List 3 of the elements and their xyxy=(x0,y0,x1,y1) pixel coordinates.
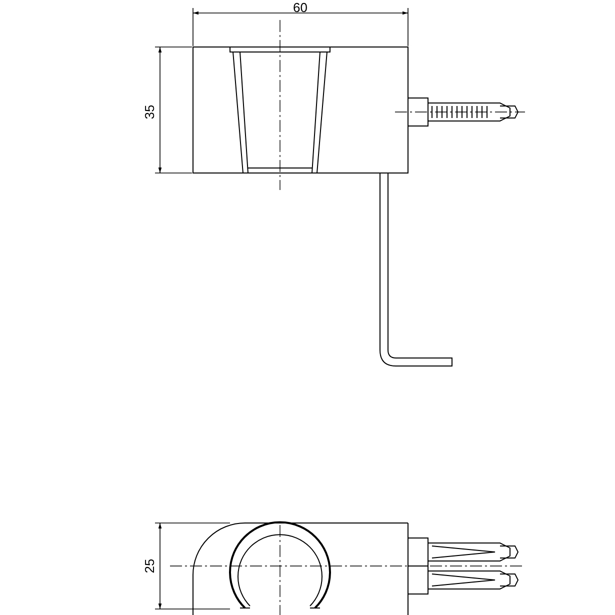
dimension-label: 35 xyxy=(143,104,158,120)
dimension-label: 60 xyxy=(293,1,308,15)
dimension-label: 25 xyxy=(143,558,158,574)
